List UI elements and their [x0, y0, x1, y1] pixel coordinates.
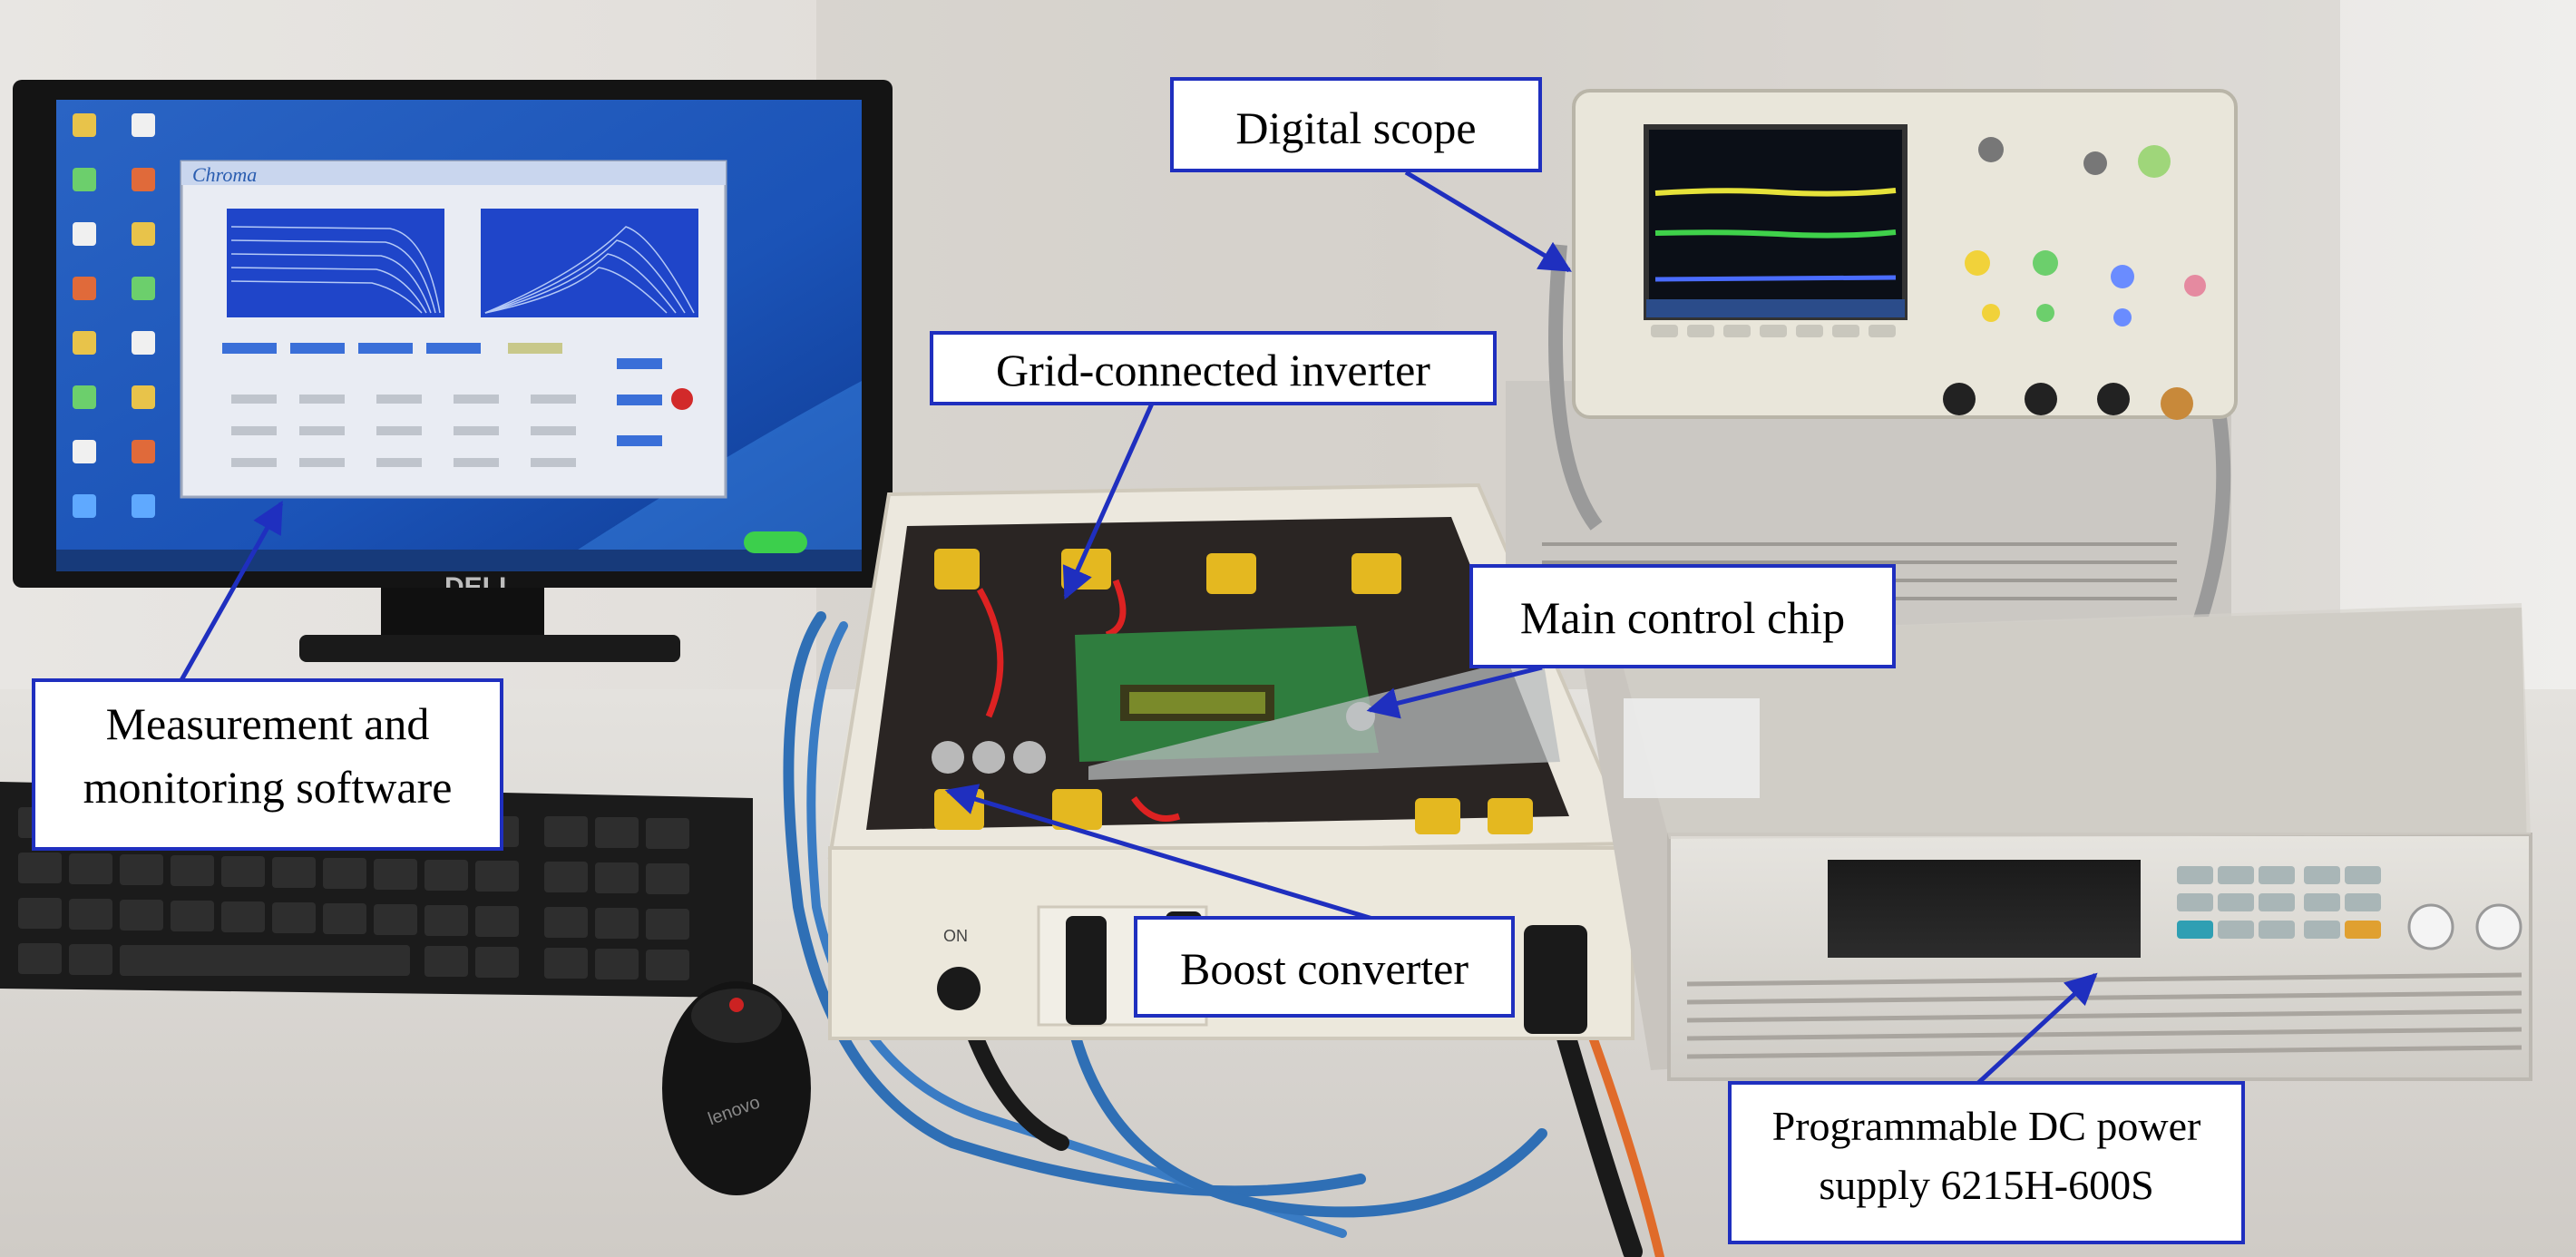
iv-curve-plot — [227, 209, 444, 317]
label-main-chip: Main control chip — [1469, 564, 1896, 668]
scope-trace-yellow — [1654, 188, 1897, 197]
label-boost-converter-text: Boost converter — [1180, 943, 1469, 994]
label-boost-converter: Boost converter — [1134, 916, 1515, 1018]
scope-trace-blue — [1654, 275, 1897, 282]
psu-display — [1828, 860, 2141, 958]
software-window: Chroma — [180, 160, 727, 499]
taskbar — [56, 550, 862, 571]
scope-knobs — [1965, 137, 2206, 326]
monitor: Chroma — [13, 80, 893, 662]
control-board — [1075, 626, 1560, 780]
stop-indicator — [671, 388, 693, 410]
mouse: lenovo — [662, 981, 811, 1195]
software-brand: Chroma — [192, 163, 257, 186]
monitor-foot — [299, 635, 680, 662]
scope-trace-green — [1654, 229, 1897, 239]
label-dc-supply-line2: supply 6215H-600S — [1819, 1161, 2154, 1208]
label-measurement-line1: Measurement and — [105, 698, 430, 749]
label-dc-supply-line1: Programmable DC power — [1771, 1103, 2201, 1149]
label-dc-power-supply: Programmable DC power supply 6215H-600S — [1728, 1081, 2245, 1244]
label-measurement-software: Measurement and monitoring software — [32, 678, 503, 851]
label-grid-inverter: Grid-connected inverter — [930, 331, 1497, 405]
label-grid-inverter-text: Grid-connected inverter — [996, 345, 1430, 395]
oscilloscope — [1506, 89, 2238, 638]
label-measurement-line2: monitoring software — [83, 761, 453, 813]
desktop-icons — [73, 113, 155, 518]
label-digital-scope: Digital scope — [1170, 77, 1542, 172]
dc-power-supply — [1578, 603, 2532, 1081]
label-main-chip-text: Main control chip — [1519, 592, 1846, 643]
switch-on-label: ON — [943, 927, 968, 945]
label-digital-scope-text: Digital scope — [1235, 102, 1477, 153]
power-switch — [937, 967, 981, 1010]
scope-inputs — [1943, 383, 2193, 420]
scope-screen — [1644, 124, 1908, 320]
